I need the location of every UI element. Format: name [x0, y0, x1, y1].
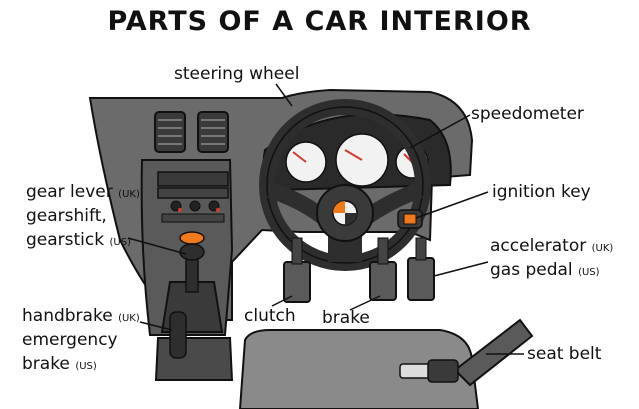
- label-emergency-brake-tag: (US): [75, 361, 97, 372]
- air-vents: [154, 111, 229, 153]
- hazard-button: [179, 231, 205, 245]
- leader-lines: [127, 83, 524, 355]
- label-gear-lever-text: gear lever: [26, 182, 113, 202]
- ignition-key: [397, 209, 423, 229]
- label-gearstick: gearstick (US): [26, 230, 131, 253]
- label-handbrake: handbrake (UK): [22, 306, 140, 329]
- label-gear-lever: gear lever (UK): [26, 182, 140, 205]
- seat-belt: [399, 318, 534, 387]
- label-handbrake-tag: (UK): [118, 313, 140, 324]
- label-gearshift: gearshift,: [26, 206, 107, 226]
- clutch-pedal: [283, 261, 311, 303]
- label-seat-belt: seat belt: [527, 344, 602, 364]
- label-brake: brake: [322, 308, 370, 328]
- radio-panel: [157, 171, 229, 223]
- label-accelerator: accelerator (UK): [490, 236, 613, 259]
- label-gearstick-tag: (US): [109, 237, 131, 248]
- brake-pedal: [369, 261, 397, 301]
- label-gas-pedal-text: gas pedal: [490, 260, 573, 280]
- label-emergency-brake-text: brake: [22, 354, 70, 374]
- label-gas-pedal-tag: (US): [578, 267, 600, 278]
- pedals: [283, 237, 435, 303]
- label-emergency-brake: brake (US): [22, 354, 97, 377]
- label-emergency: emergency: [22, 330, 118, 350]
- label-handbrake-text: handbrake: [22, 306, 113, 326]
- accelerator-pedal: [407, 257, 435, 301]
- label-gear-lever-tag: (UK): [118, 189, 140, 200]
- label-accelerator-tag: (UK): [591, 243, 614, 254]
- steering-wheel: [259, 99, 431, 271]
- diagram-title: PARTS OF A CAR INTERIOR: [107, 6, 532, 37]
- label-accelerator-text: accelerator: [490, 236, 587, 256]
- label-gearstick-text: gearstick: [26, 230, 105, 250]
- label-ignition-key: ignition key: [492, 182, 591, 202]
- label-steering-wheel: steering wheel: [174, 64, 300, 84]
- label-speedometer: speedometer: [471, 104, 584, 124]
- handbrake: [154, 311, 234, 381]
- label-gas-pedal: gas pedal (US): [490, 260, 600, 283]
- label-clutch: clutch: [244, 306, 296, 326]
